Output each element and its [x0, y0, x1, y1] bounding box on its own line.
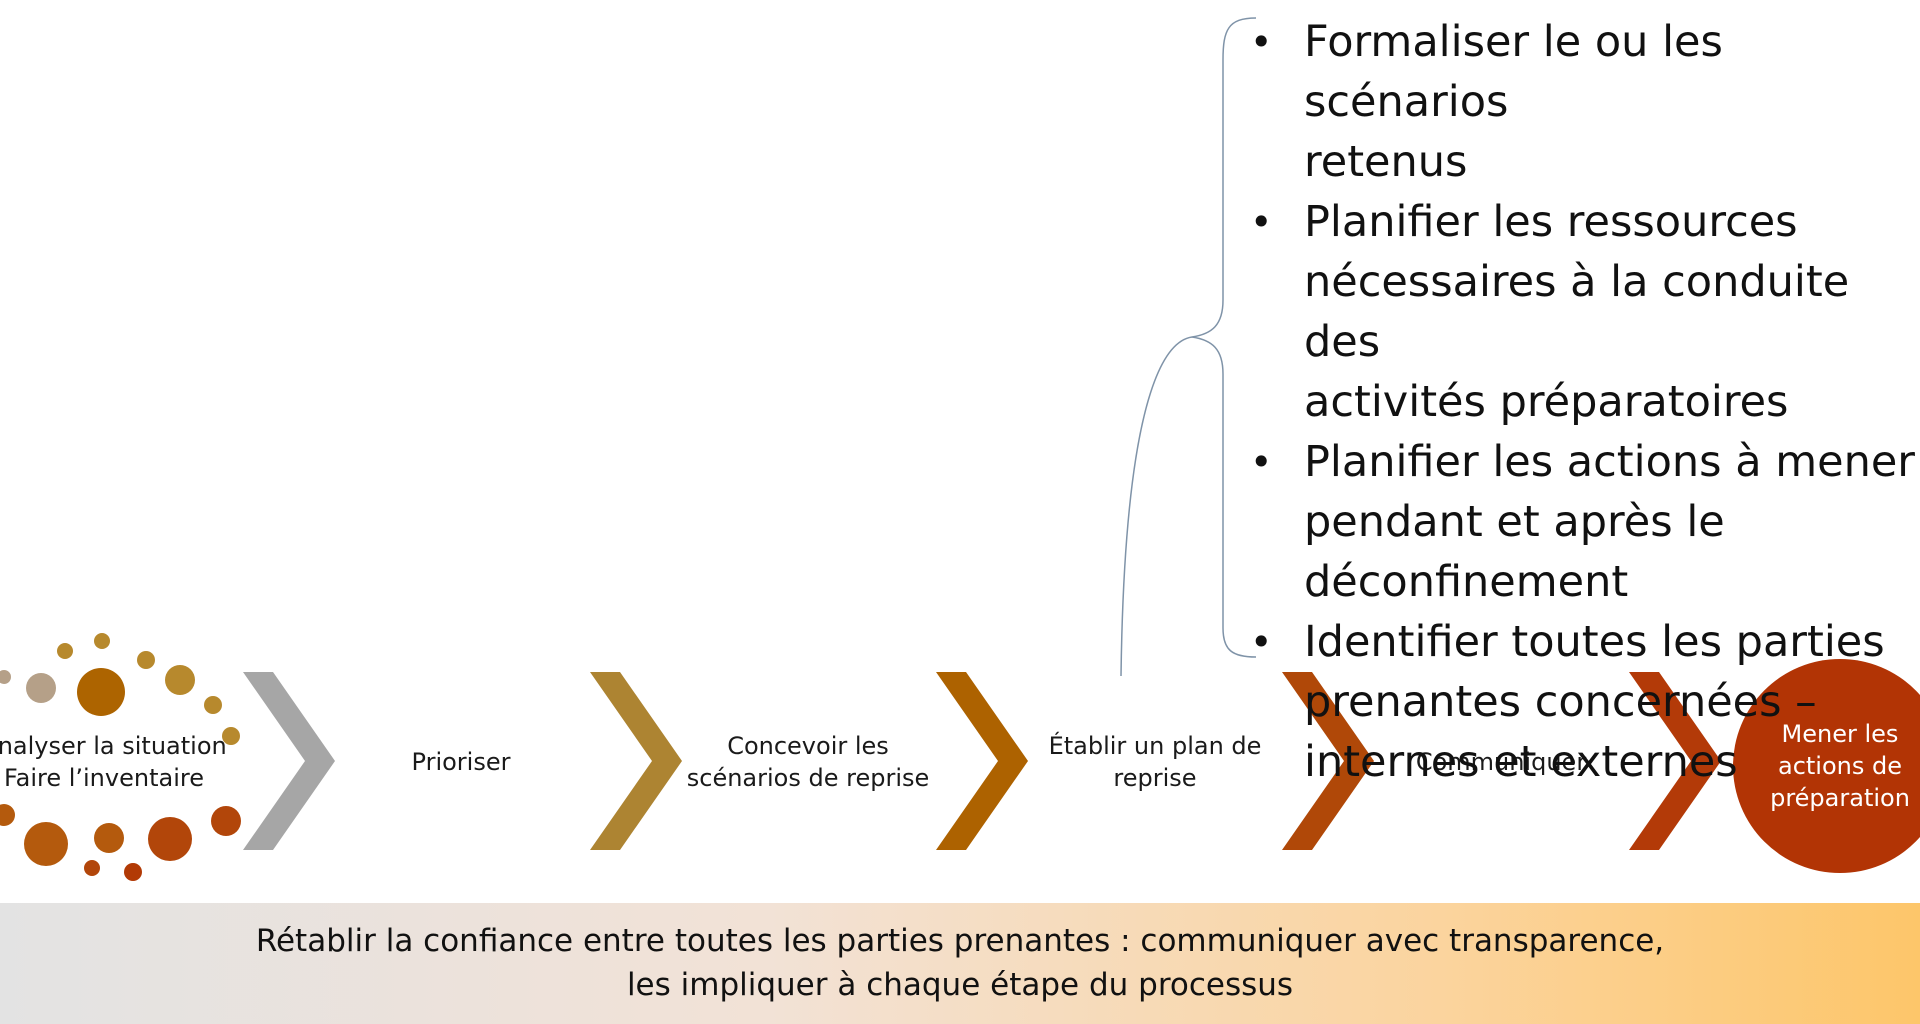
decorative-dot: [24, 822, 68, 866]
step-label-etablir: Établir un plan de reprise: [1049, 730, 1262, 794]
step-label-line: scénarios de reprise: [686, 764, 930, 792]
chevron-arrow: [243, 672, 335, 850]
step-label-line: Prioriser: [411, 748, 511, 776]
step-label-line: Établir un plan de: [1048, 732, 1262, 760]
decorative-dot: [165, 665, 195, 695]
decorative-dot: [0, 804, 15, 826]
step-label-line: Analyser la situation: [0, 732, 227, 760]
bullet-line: activités préparatoires: [1304, 377, 1789, 427]
step-label-concevoir: Concevoir les scénarios de reprise: [687, 730, 930, 794]
step-label-analyser: Analyser la situation Faire l’inventaire: [0, 730, 227, 794]
bullet-line: nécessaires à la conduite des: [1304, 257, 1850, 367]
bullet-line: déconfinement: [1304, 557, 1629, 607]
chevron-arrow: [936, 672, 1028, 850]
banner-line-1: Rétablir la confiance entre toutes les p…: [255, 923, 1665, 959]
bullet-line: Identifier toutes les parties: [1304, 617, 1885, 667]
decorative-dot: [77, 668, 125, 716]
step-label-line: Faire l’inventaire: [4, 764, 204, 792]
banner-text: Rétablir la confiance entre toutes les p…: [0, 919, 1920, 1007]
decorative-dot: [222, 727, 240, 745]
bottom-banner: Rétablir la confiance entre toutes les p…: [0, 903, 1920, 1024]
decorative-dot: [94, 823, 124, 853]
callout-brace: [1120, 17, 1257, 677]
step-label-line: Concevoir les: [727, 732, 889, 760]
callout-bullet-parties-prenantes: Identifier toutes les parties prenantes …: [1244, 612, 1920, 792]
decorative-dot: [148, 817, 192, 861]
bullet-line: retenus: [1304, 137, 1468, 187]
callout-bullet-actions: Planifier les actions à mener pendant et…: [1244, 432, 1920, 612]
decorative-dot: [57, 643, 73, 659]
decorative-dot: [124, 863, 142, 881]
decorative-dot: [84, 860, 100, 876]
decorative-dot: [137, 651, 155, 669]
callout-bullet-ressources: Planifier les ressources nécessaires à l…: [1244, 192, 1920, 432]
decorative-dot-ring: [0, 633, 241, 881]
bullet-line: Planifier les ressources: [1304, 197, 1798, 247]
decorative-dot: [0, 670, 11, 684]
step-label-prioriser: Prioriser: [412, 746, 511, 778]
callout-bullet-formaliser: Formaliser le ou les scénarios retenus: [1244, 12, 1920, 192]
chevron-arrow: [590, 672, 682, 850]
decorative-dot: [26, 673, 56, 703]
bullet-line: prenantes concernées –: [1304, 677, 1817, 727]
decorative-dot: [211, 806, 241, 836]
decorative-dot: [94, 633, 110, 649]
decorative-dot: [204, 696, 222, 714]
bullet-line: Planifier les actions à mener: [1304, 437, 1915, 487]
bullet-line: internes et externes: [1304, 737, 1738, 787]
callout-bullet-list: Formaliser le ou les scénarios retenus P…: [1244, 12, 1920, 792]
step-label-line: reprise: [1113, 764, 1197, 792]
banner-line-2: les impliquer à chaque étape du processu…: [626, 967, 1294, 1003]
bullet-line: pendant et après le: [1304, 497, 1725, 547]
bullet-line: Formaliser le ou les scénarios: [1304, 17, 1723, 127]
